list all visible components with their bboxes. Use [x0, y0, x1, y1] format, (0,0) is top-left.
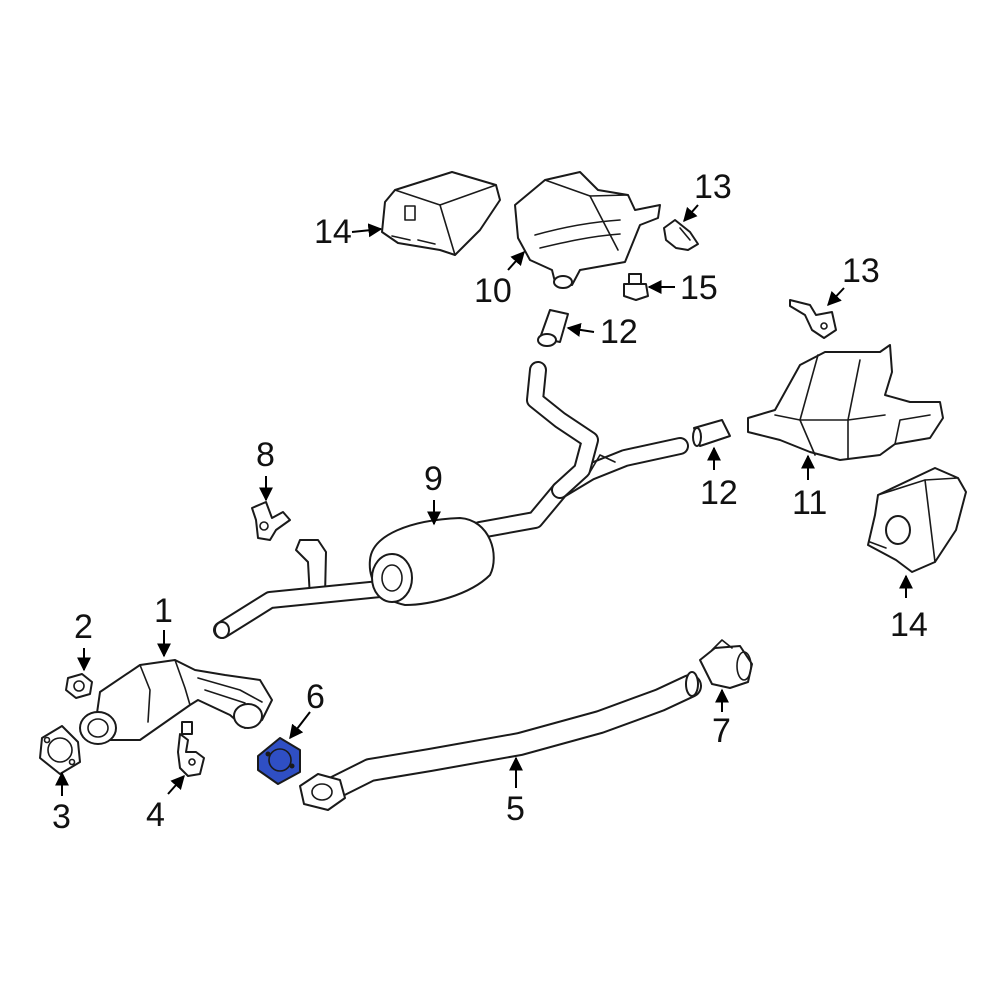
hanger-upper[interactable]: [663, 219, 699, 251]
nut[interactable]: [65, 673, 93, 699]
callout-6: 6: [306, 678, 325, 716]
callout-11: 11: [792, 484, 827, 522]
callout-4: 4: [146, 796, 165, 834]
callout-2: 2: [74, 608, 93, 646]
gasket-highlighted[interactable]: [257, 737, 301, 785]
callout-13-upper: 13: [694, 168, 732, 206]
callout-labels: 14 10 13 15 12 13 12 11 14 8 9 1 2 3 4 6…: [52, 168, 928, 836]
callout-9: 9: [424, 460, 443, 498]
callout-3: 3: [52, 798, 71, 836]
callout-8: 8: [256, 436, 275, 474]
callout-5: 5: [506, 790, 525, 828]
tail-pipe-tip-upper[interactable]: [537, 309, 569, 347]
sensor-bracket[interactable]: [177, 721, 205, 777]
callout-12-right: 12: [700, 474, 738, 512]
callout-15: 15: [680, 269, 718, 307]
callout-10: 10: [474, 272, 512, 310]
center-pipe-with-muffler[interactable]: [213, 361, 689, 639]
leader-lines: [55, 204, 913, 796]
pipe-clamp[interactable]: [699, 639, 753, 689]
hanger-right[interactable]: [789, 299, 837, 339]
callout-13-right: 13: [842, 252, 880, 290]
callout-7: 7: [712, 712, 731, 750]
callout-14-upper: 14: [314, 213, 352, 251]
catalytic-converter[interactable]: [79, 659, 273, 745]
rear-muffler-right[interactable]: [747, 344, 944, 461]
callout-1: 1: [154, 592, 173, 630]
callout-14-right: 14: [890, 606, 928, 644]
mounting-bracket[interactable]: [251, 501, 291, 541]
rear-muffler-left[interactable]: [514, 171, 661, 289]
heat-shield-upper[interactable]: [381, 171, 501, 256]
tail-pipe-tip-right[interactable]: [692, 419, 731, 447]
gasket-front[interactable]: [39, 725, 81, 775]
front-exhaust-pipe[interactable]: [299, 671, 702, 811]
heat-shield-right[interactable]: [867, 467, 967, 573]
callout-12-upper: 12: [600, 313, 638, 351]
bolt[interactable]: [623, 273, 649, 301]
